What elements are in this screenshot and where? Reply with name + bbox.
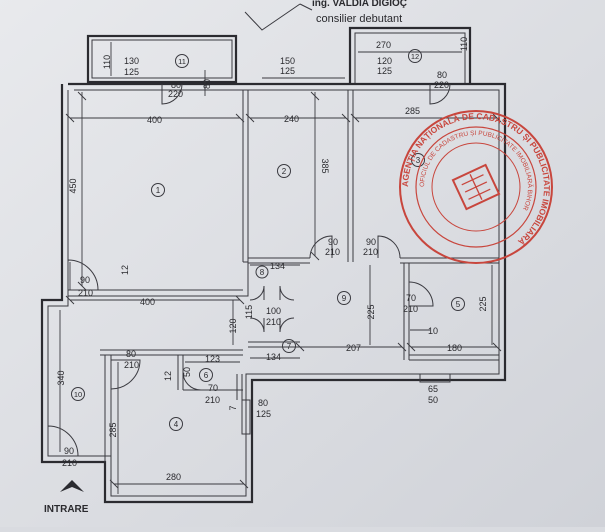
room-10-label: 10 — [74, 390, 82, 399]
dim-285-v: 285 — [108, 422, 118, 437]
dimension-labels: 110 130 125 80 220 80 150 125 270 120 12… — [56, 37, 488, 482]
dim-210-e: 210 — [403, 304, 418, 314]
dim-12-a: 12 — [120, 265, 130, 275]
dim-400-top: 400 — [147, 115, 162, 125]
dim-120: 120 — [377, 56, 392, 66]
room-5: 5 — [451, 297, 465, 311]
room-7: 7 — [282, 339, 296, 353]
dim-90-b: 90 — [366, 237, 376, 247]
dim-134-b: 134 — [266, 352, 281, 362]
inner-walls — [68, 90, 499, 462]
dim-110-left: 110 — [102, 55, 112, 69]
room-12: 12 — [408, 49, 422, 63]
dim-120-v: 120 — [228, 318, 238, 333]
dim-90-a: 90 — [328, 237, 338, 247]
dim-130: 130 — [124, 56, 139, 66]
dim-210-f: 210 — [124, 360, 139, 370]
dim-280: 280 — [166, 472, 181, 482]
room-6: 6 — [199, 368, 213, 382]
author-role: consilier debutant — [316, 13, 402, 25]
room-9-label: 9 — [342, 294, 347, 303]
dim-150: 150 — [280, 56, 295, 66]
dim-125-b: 125 — [280, 66, 295, 76]
room-9: 9 — [337, 291, 351, 305]
room-3-label: 3 — [416, 156, 421, 165]
dim-12-b: 12 — [163, 371, 173, 381]
dim-50: 50 — [428, 395, 438, 405]
dim-180: 180 — [447, 343, 462, 353]
dim-50-v: 50 — [182, 367, 192, 377]
dim-134-a: 134 — [270, 261, 285, 271]
dim-123: 123 — [205, 354, 220, 364]
dim-225-a: 225 — [366, 304, 376, 319]
room-labels: 1 2 3 4 5 6 7 8 9 10 11 12 — [71, 49, 465, 431]
dim-115: 115 — [244, 305, 254, 319]
dim-80-b: 80 — [437, 70, 447, 80]
dim-70-b: 70 — [208, 383, 218, 393]
room-12-label: 12 — [411, 52, 419, 61]
coat-of-arms-icon — [451, 163, 501, 211]
dim-340: 340 — [56, 370, 66, 385]
room-5-label: 5 — [456, 300, 461, 309]
dim-240: 240 — [284, 114, 299, 124]
room-11-label: 11 — [178, 57, 186, 66]
doors — [47, 83, 451, 457]
room-1: 1 — [151, 183, 165, 197]
dim-80-a: 80 — [171, 80, 181, 90]
dim-285-top: 285 — [405, 106, 420, 116]
dim-80-c: 80 — [126, 349, 136, 359]
room-11: 11 — [175, 54, 189, 68]
dim-220-a: 220 — [168, 89, 183, 99]
dim-400-mid: 400 — [140, 297, 155, 307]
dim-100: 100 — [266, 306, 281, 316]
dim-125-a: 125 — [124, 67, 139, 77]
room-8-label: 8 — [260, 268, 265, 277]
dim-210-d: 210 — [266, 317, 281, 327]
dim-7: 7 — [228, 405, 238, 410]
room-3: 3 — [411, 153, 425, 167]
outer-walls — [40, 26, 507, 504]
room-4: 4 — [169, 417, 183, 431]
dim-220-b: 220 — [434, 80, 449, 90]
dim-385: 385 — [320, 158, 330, 173]
dimension-lines — [59, 42, 502, 494]
dim-125-d: 125 — [256, 409, 271, 419]
signature-stroke — [244, 3, 313, 31]
room-7-label: 7 — [287, 342, 292, 351]
dim-10: 10 — [428, 326, 438, 336]
dim-70-a: 70 — [406, 293, 416, 303]
dim-110-right: 110 — [459, 37, 469, 51]
dim-207: 207 — [346, 343, 361, 353]
dim-65: 65 — [428, 384, 438, 394]
dim-125-c: 125 — [377, 66, 392, 76]
room-6-label: 6 — [204, 371, 209, 380]
author-name: ing. VALDIA DIGIOÇ — [312, 0, 407, 9]
dim-90-c: 90 — [80, 275, 90, 285]
room-2-label: 2 — [282, 167, 287, 176]
room-8: 8 — [255, 265, 269, 279]
dim-450: 450 — [68, 178, 78, 193]
entrance: INTRARE — [44, 480, 89, 515]
dim-210-a: 210 — [325, 247, 340, 257]
dim-210-g: 210 — [205, 395, 220, 405]
room-1-label: 1 — [156, 186, 161, 195]
dim-80-d: 80 — [258, 398, 268, 408]
dim-225-b: 225 — [478, 296, 488, 311]
room-4-label: 4 — [174, 420, 179, 429]
entrance-arrow-icon — [60, 480, 84, 492]
dim-210-h: 210 — [62, 458, 77, 468]
dim-90-d: 90 — [64, 446, 74, 456]
dim-270: 270 — [376, 40, 391, 50]
dim-210-c: 210 — [78, 288, 93, 298]
entrance-label: INTRARE — [44, 504, 89, 515]
dim-80-v: 80 — [202, 79, 212, 89]
room-10: 10 — [71, 387, 85, 401]
room-2: 2 — [277, 164, 291, 178]
dim-210-b: 210 — [363, 247, 378, 257]
